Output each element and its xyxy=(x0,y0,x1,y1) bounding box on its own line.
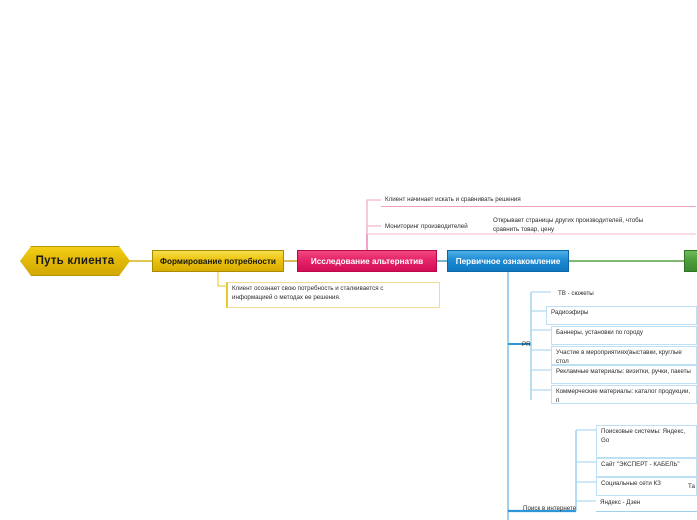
internet-group-label: Поиск в интернете xyxy=(523,505,577,512)
internet-item-social: Социальные сети КЗ xyxy=(596,477,697,496)
alternatives-item-label: Мониторинг производителей xyxy=(385,223,468,230)
stage-node-alternatives-label: Исследование альтернатив xyxy=(310,256,424,266)
internet-item-dzen: Яндекс - Дзен xyxy=(596,497,697,512)
pr-item-banners: Баннеры, установки по городу xyxy=(551,326,697,345)
internet-item-search-engines: Поисковые системы: Яндекс, Go xyxy=(596,425,697,458)
stage-node-need-label: Формирование потребности xyxy=(160,256,276,266)
stage-node-next[interactable] xyxy=(684,250,697,272)
stage-node-need[interactable]: Формирование потребности xyxy=(152,250,284,272)
stage-node-first-touch[interactable]: Первичное ознакомление xyxy=(447,250,569,272)
need-branch-note: Клиент осознает свою потребность и сталк… xyxy=(226,282,440,308)
stage-node-alternatives[interactable]: Исследование альтернатив xyxy=(297,250,437,272)
alternatives-headline: Клиент начинает искать и сравнивать реше… xyxy=(381,194,696,207)
internet-item-social-extra: Та xyxy=(688,483,695,490)
root-node[interactable]: Путь клиента xyxy=(20,246,130,276)
pr-item-tv: ТВ - сюжеты xyxy=(558,290,594,297)
internet-item-website: Сайт "ЭКСПЕРТ - КАБЕЛЬ" xyxy=(596,458,697,477)
root-node-label: Путь клиента xyxy=(35,255,115,267)
pr-group-label: PR xyxy=(522,341,531,348)
pr-item-events: Участие в мероприятиях(выставки, круглые… xyxy=(551,346,697,365)
pr-item-radio: Радиоэфиры xyxy=(546,306,697,325)
pr-item-commercial-materials: Коммерческие материалы: каталог продукци… xyxy=(551,385,697,404)
stage-node-first-touch-label: Первичное ознакомление xyxy=(455,256,561,266)
alternatives-item-detail: Открывает страницы других производителей… xyxy=(493,217,644,233)
pr-item-ad-materials: Рекламные материалы: визитки, ручки, пак… xyxy=(551,365,697,384)
